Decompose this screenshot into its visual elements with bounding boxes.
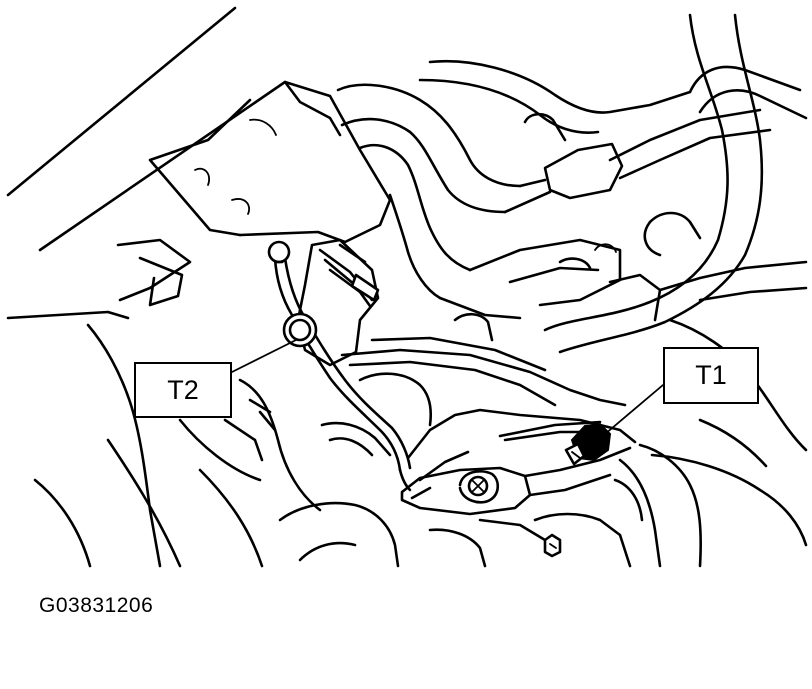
body-panel bbox=[6, 6, 392, 320]
upper-hoses bbox=[336, 60, 808, 300]
t2-bolt bbox=[282, 312, 318, 348]
engine-parts bbox=[438, 238, 808, 342]
lower-left-body bbox=[33, 323, 432, 568]
t2-sensor bbox=[267, 240, 291, 264]
callout-label-t1: T1 bbox=[663, 347, 759, 404]
wire-harness bbox=[273, 256, 412, 492]
lower-arm bbox=[340, 336, 637, 516]
t1-bolt bbox=[564, 422, 612, 466]
figure-code: G03831206 bbox=[39, 594, 154, 617]
right-pipe bbox=[543, 13, 764, 354]
callout-label-t2: T2 bbox=[134, 362, 232, 418]
leader-lines bbox=[231, 339, 664, 441]
